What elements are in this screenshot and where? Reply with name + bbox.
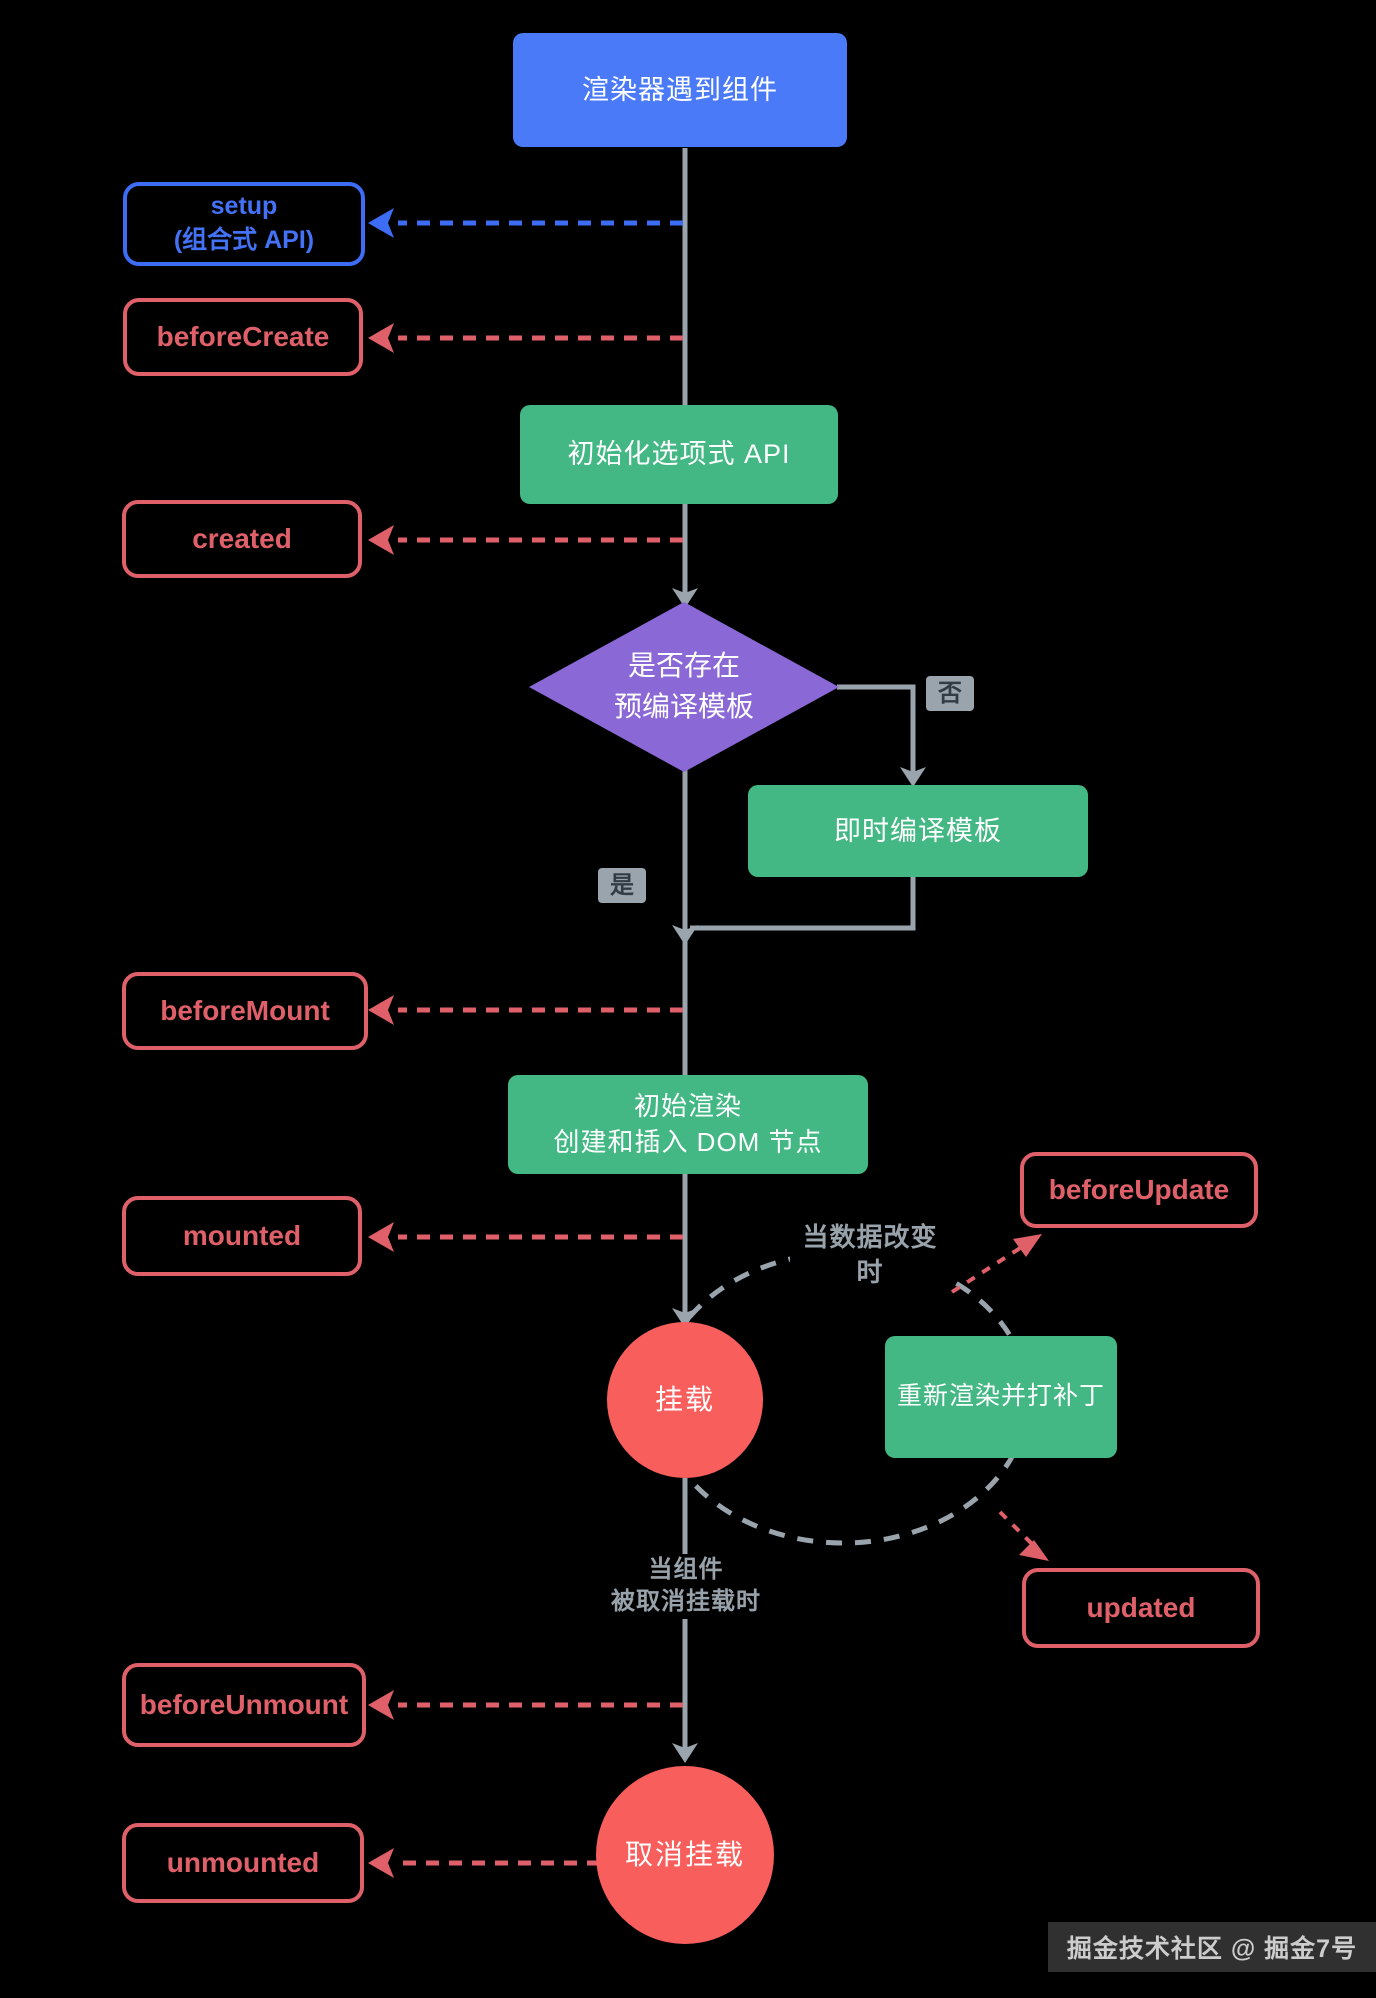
- branch-label-yes: 是: [598, 868, 646, 904]
- updated-label: updated: [1086, 1592, 1196, 1624]
- before-create-hook: beforeCreate: [123, 298, 363, 376]
- branch-no-text: 否: [938, 680, 962, 707]
- initial-render-line2: 创建和插入 DOM 节点: [553, 1126, 823, 1157]
- data-change-label: 当数据改变时: [790, 1220, 950, 1291]
- before-create-hook-arrow: [368, 323, 683, 353]
- rerender-patch-node: 重新渲染并打补丁: [885, 1336, 1117, 1458]
- before-mount-hook: beforeMount: [122, 972, 368, 1050]
- no-branch-line: [672, 684, 926, 945]
- init-options-api-label: 初始化选项式 API: [567, 439, 791, 470]
- before-update-hook: beforeUpdate: [1020, 1152, 1258, 1228]
- renderer-node: 渲染器遇到组件: [513, 33, 847, 147]
- before-update-label: beforeUpdate: [1048, 1174, 1230, 1206]
- before-unmount-label: beforeUnmount: [139, 1689, 349, 1721]
- setup-hook-arrow: [368, 208, 683, 238]
- before-unmount-hook: beforeUnmount: [122, 1663, 366, 1747]
- decision-label-line2: 预编译模板: [613, 691, 754, 722]
- created-label: created: [192, 523, 292, 555]
- watermark-text: 掘金技术社区 @ 掘金7号: [1066, 1935, 1358, 1963]
- before-create-label: beforeCreate: [156, 321, 330, 353]
- initial-render-node: 初始渲染 创建和插入 DOM 节点: [508, 1075, 868, 1174]
- unmounted-hook: unmounted: [122, 1823, 364, 1903]
- compile-on-fly-node: 即时编译模板: [748, 785, 1088, 877]
- before-mount-label: beforeMount: [160, 995, 330, 1027]
- updated-hook: updated: [1022, 1568, 1260, 1648]
- mounted-hook: mounted: [122, 1196, 362, 1276]
- created-hook-arrow: [368, 525, 683, 555]
- setup-hook-label: setup: [210, 192, 278, 221]
- branch-label-no: 否: [926, 676, 974, 712]
- before-mount-hook-arrow: [368, 995, 683, 1025]
- branch-yes-text: 是: [610, 872, 634, 899]
- mounted-state-circle: 挂载: [607, 1322, 763, 1478]
- data-change-text: 当数据改变时: [802, 1222, 938, 1288]
- renderer-node-label: 渲染器遇到组件: [582, 74, 778, 105]
- watermark: 掘金技术社区 @ 掘金7号: [1048, 1922, 1376, 1972]
- unmounted-hook-arrow: [368, 1848, 600, 1878]
- rerender-patch-label: 重新渲染并打补丁: [896, 1382, 1105, 1411]
- before-unmount-hook-arrow: [368, 1690, 683, 1720]
- setup-hook: setup (组合式 API): [123, 182, 365, 266]
- setup-hook-sublabel: (组合式 API): [173, 226, 315, 254]
- unmount-trigger-label: 当组件 被取消挂载时: [594, 1554, 778, 1619]
- unmount-trigger-line2: 被取消挂载时: [611, 1588, 761, 1616]
- compile-on-fly-label: 即时编译模板: [834, 815, 1002, 846]
- mounted-state-label: 挂载: [654, 1384, 715, 1416]
- unmount-state-circle: 取消挂载: [596, 1766, 774, 1944]
- unmount-trigger-line1: 当组件: [648, 1556, 724, 1583]
- unmounted-label: unmounted: [166, 1847, 320, 1879]
- decision-label-line1: 是否存在: [627, 650, 740, 682]
- initial-render-line1: 初始渲染: [633, 1091, 742, 1122]
- created-hook: created: [122, 500, 362, 578]
- init-options-api-node: 初始化选项式 API: [520, 405, 838, 504]
- main-flow-line: [672, 148, 698, 1763]
- unmount-state-label: 取消挂载: [624, 1839, 745, 1871]
- mounted-hook-arrow: [368, 1222, 683, 1252]
- mounted-label: mounted: [182, 1220, 302, 1252]
